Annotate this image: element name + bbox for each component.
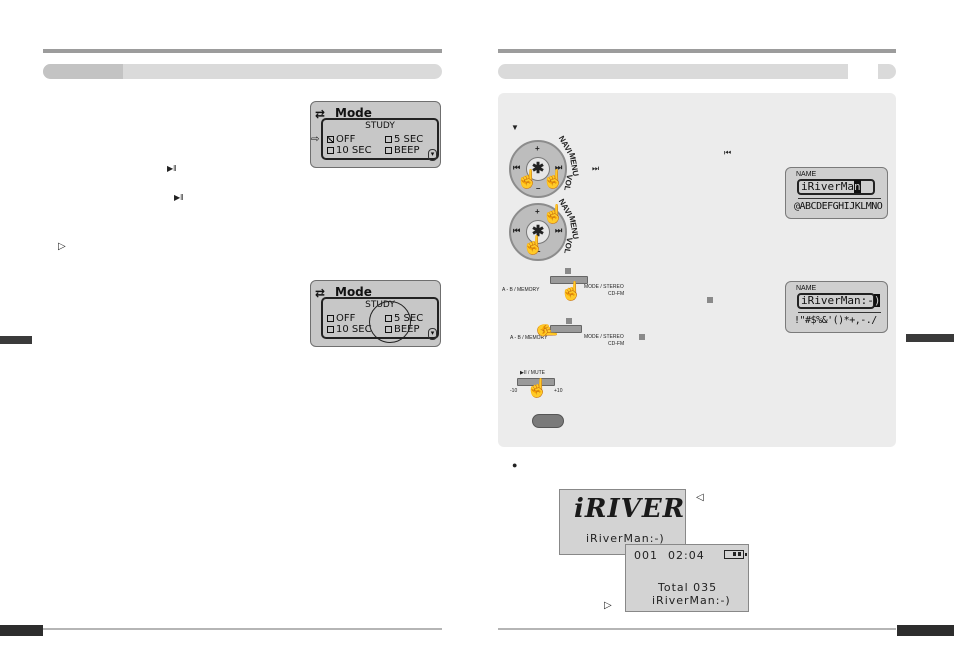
volume-slider[interactable] [517, 378, 555, 386]
navi-wheel-2[interactable]: + – ⏮ ⏭ ✱ [509, 203, 567, 261]
mode-slider-2[interactable] [550, 325, 582, 333]
battery-icon [724, 550, 747, 559]
option-beep: BEEP [385, 145, 420, 156]
left-triangle-icon: ◁ [696, 492, 704, 503]
checkbox-icon [327, 326, 334, 333]
left-section-header-cap [43, 64, 123, 79]
slider-knob [566, 318, 572, 324]
text-cursor: ) [873, 294, 881, 307]
track-number: 001 [634, 549, 658, 562]
play-triangle-icon: ▷ [58, 241, 66, 252]
wheel-center-button[interactable]: ✱ [526, 220, 550, 244]
pointing-hand-icon: ☝ [522, 235, 545, 255]
next-track-icon: ⏭ [592, 164, 600, 173]
down-triangle-icon: ▼ [511, 123, 519, 132]
name-entry-screen-2: NAME iRiverMan:-) !"#$%&'()*+,-./ [785, 281, 888, 333]
mode-title: Mode [335, 106, 372, 120]
mode-stereo-label: MODE / STEREO [584, 334, 624, 340]
right-section-header [498, 64, 896, 79]
prev-track-icon: ⏮ [724, 148, 732, 157]
mode-title: Mode [335, 285, 372, 299]
pointer-arrow-icon: ⇨ [311, 134, 320, 145]
pointing-hand-icon: ☝ [526, 378, 549, 398]
text-cursor: n [853, 180, 861, 193]
play-screen: 001 02:04 Total 035 iRiverMan:-) [625, 544, 749, 612]
instruction-panel [498, 93, 896, 447]
plus-10-label: +10 [554, 388, 563, 394]
character-set: !"#$%&'()*+,-./ [794, 315, 877, 326]
pointing-hand-icon: ☝ [516, 169, 539, 189]
note-badge [532, 414, 564, 428]
right-page-tab [897, 625, 954, 636]
name-tag: NAME [796, 171, 817, 178]
highlight-circle [369, 301, 411, 343]
play-triangle-icon: ▷ [604, 600, 612, 611]
option-off: OFF [327, 134, 355, 145]
left-page-tab [0, 625, 43, 636]
right-section-header-gap [848, 64, 878, 79]
left-section-header [43, 64, 442, 79]
pointing-hand-icon: ☝ [542, 169, 565, 189]
left-bottom-rule [43, 628, 442, 630]
pointing-hand-icon: ☝ [542, 204, 565, 224]
ab-memory-label: A - B / MEMORY [502, 287, 540, 293]
pointing-hand-icon: ☝ [560, 281, 583, 301]
left-side-tab [0, 336, 32, 344]
bullet-icon: ● [512, 460, 518, 470]
study-label: STUDY [365, 121, 395, 131]
cd-fm-label: CD-FM [608, 341, 625, 347]
option-5-sec: 5 SEC [385, 134, 423, 145]
minus-10-label: -10 [510, 388, 518, 394]
checked-box-icon [327, 136, 334, 143]
checkbox-icon [327, 147, 334, 154]
play-pause-icon: ▶‖ [167, 164, 177, 173]
ab-memory-label: A - B / MEMORY [510, 335, 548, 341]
scroll-down-icon: ▾ [428, 149, 437, 161]
next-icon: ⏭ [555, 163, 563, 172]
mode-screen-study-beep: ⇄ Mode STUDY OFF 5 SEC 10 SEC BEEP ▾ [310, 280, 441, 347]
scroll-arrow-line [798, 312, 881, 313]
slider-knob [565, 268, 571, 274]
name-entry-screen-1: NAME iRiverMan @ABCDEFGHIJKLMNO [785, 167, 888, 219]
right-bottom-rule [498, 628, 896, 630]
checkbox-icon [385, 136, 392, 143]
mode-options-frame: STUDY ⇨ OFF 5 SEC 10 SEC BEEP [311, 118, 439, 160]
play-pause-icon: ▶‖ [174, 193, 184, 202]
repeat-icon: ⇄ [315, 286, 326, 300]
option-10-sec: 10 SEC [327, 324, 372, 335]
character-set: @ABCDEFGHIJKLMNO [794, 201, 883, 212]
boot-owner-text: iRiverMan:-) [586, 532, 665, 545]
iriver-logo: iRIVER [574, 494, 686, 524]
pointing-hand-icon: ☝ [537, 319, 558, 343]
mode-stereo-label: MODE / STEREO [584, 284, 624, 290]
scroll-down-icon: ▾ [428, 328, 437, 340]
name-field: iRiverMan [797, 179, 875, 195]
elapsed-time: 02:04 [668, 549, 705, 562]
prev-icon: ⏮ [513, 226, 521, 235]
scroll-arrow-line [798, 198, 881, 199]
mode-slider-1[interactable] [550, 276, 588, 284]
option-10-sec: 10 SEC [327, 145, 372, 156]
total-tracks: Total 035 [658, 581, 718, 594]
stop-square-icon [639, 334, 645, 340]
checkbox-icon [385, 147, 392, 154]
stop-square-icon [707, 297, 713, 303]
name-field: iRiverMan:-) [797, 293, 881, 309]
cd-fm-label: CD-FM [608, 291, 625, 297]
next-icon: ⏭ [555, 226, 563, 235]
right-top-rule [498, 49, 896, 53]
play-owner-text: iRiverMan:-) [652, 594, 731, 607]
play-mute-label: ▶II / MUTE [520, 370, 545, 376]
right-side-tab [906, 334, 954, 342]
mode-screen-study-off: ⇄ Mode STUDY ⇨ OFF 5 SEC 10 SEC BEEP ▾ [310, 101, 441, 168]
option-off: OFF [327, 313, 355, 324]
prev-icon: ⏮ [513, 163, 521, 172]
name-tag: NAME [796, 285, 817, 292]
navi-wheel-1[interactable]: + – ⏮ ⏭ ✱ [509, 140, 567, 198]
left-top-rule [43, 49, 442, 53]
wheel-center-button[interactable]: ✱ [526, 157, 550, 181]
repeat-icon: ⇄ [315, 107, 326, 121]
checkbox-icon [327, 315, 334, 322]
